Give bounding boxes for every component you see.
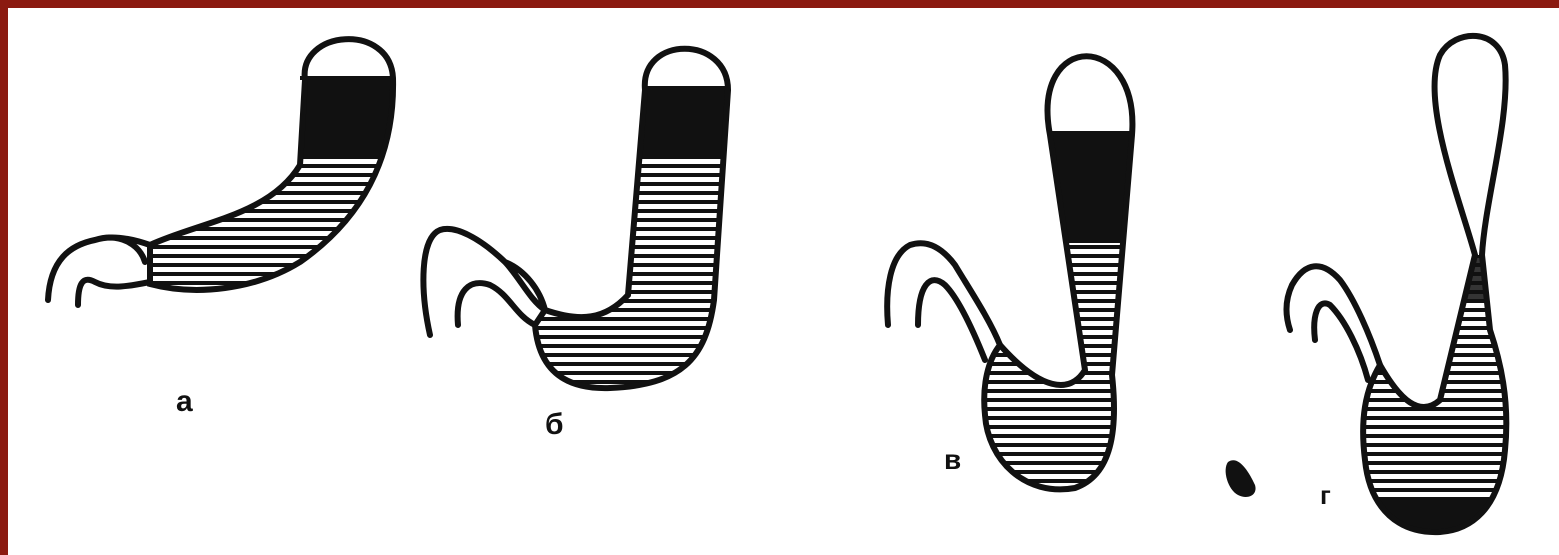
panel-label-v: в [944, 446, 961, 474]
panel-label-a: а [176, 387, 193, 417]
stomach-a [48, 0, 420, 320]
stomach-b [423, 0, 760, 420]
duodenum-c [887, 243, 1000, 360]
panel-label-g: г [1320, 482, 1331, 508]
stomach-d [1226, 0, 1540, 550]
panel-label-b: б [545, 410, 564, 440]
ink-blot [1226, 460, 1256, 497]
duodenum-a [48, 238, 150, 305]
duodenum-d [1286, 266, 1380, 380]
stomach-c [887, 0, 1160, 520]
duodenum-b [423, 229, 545, 335]
